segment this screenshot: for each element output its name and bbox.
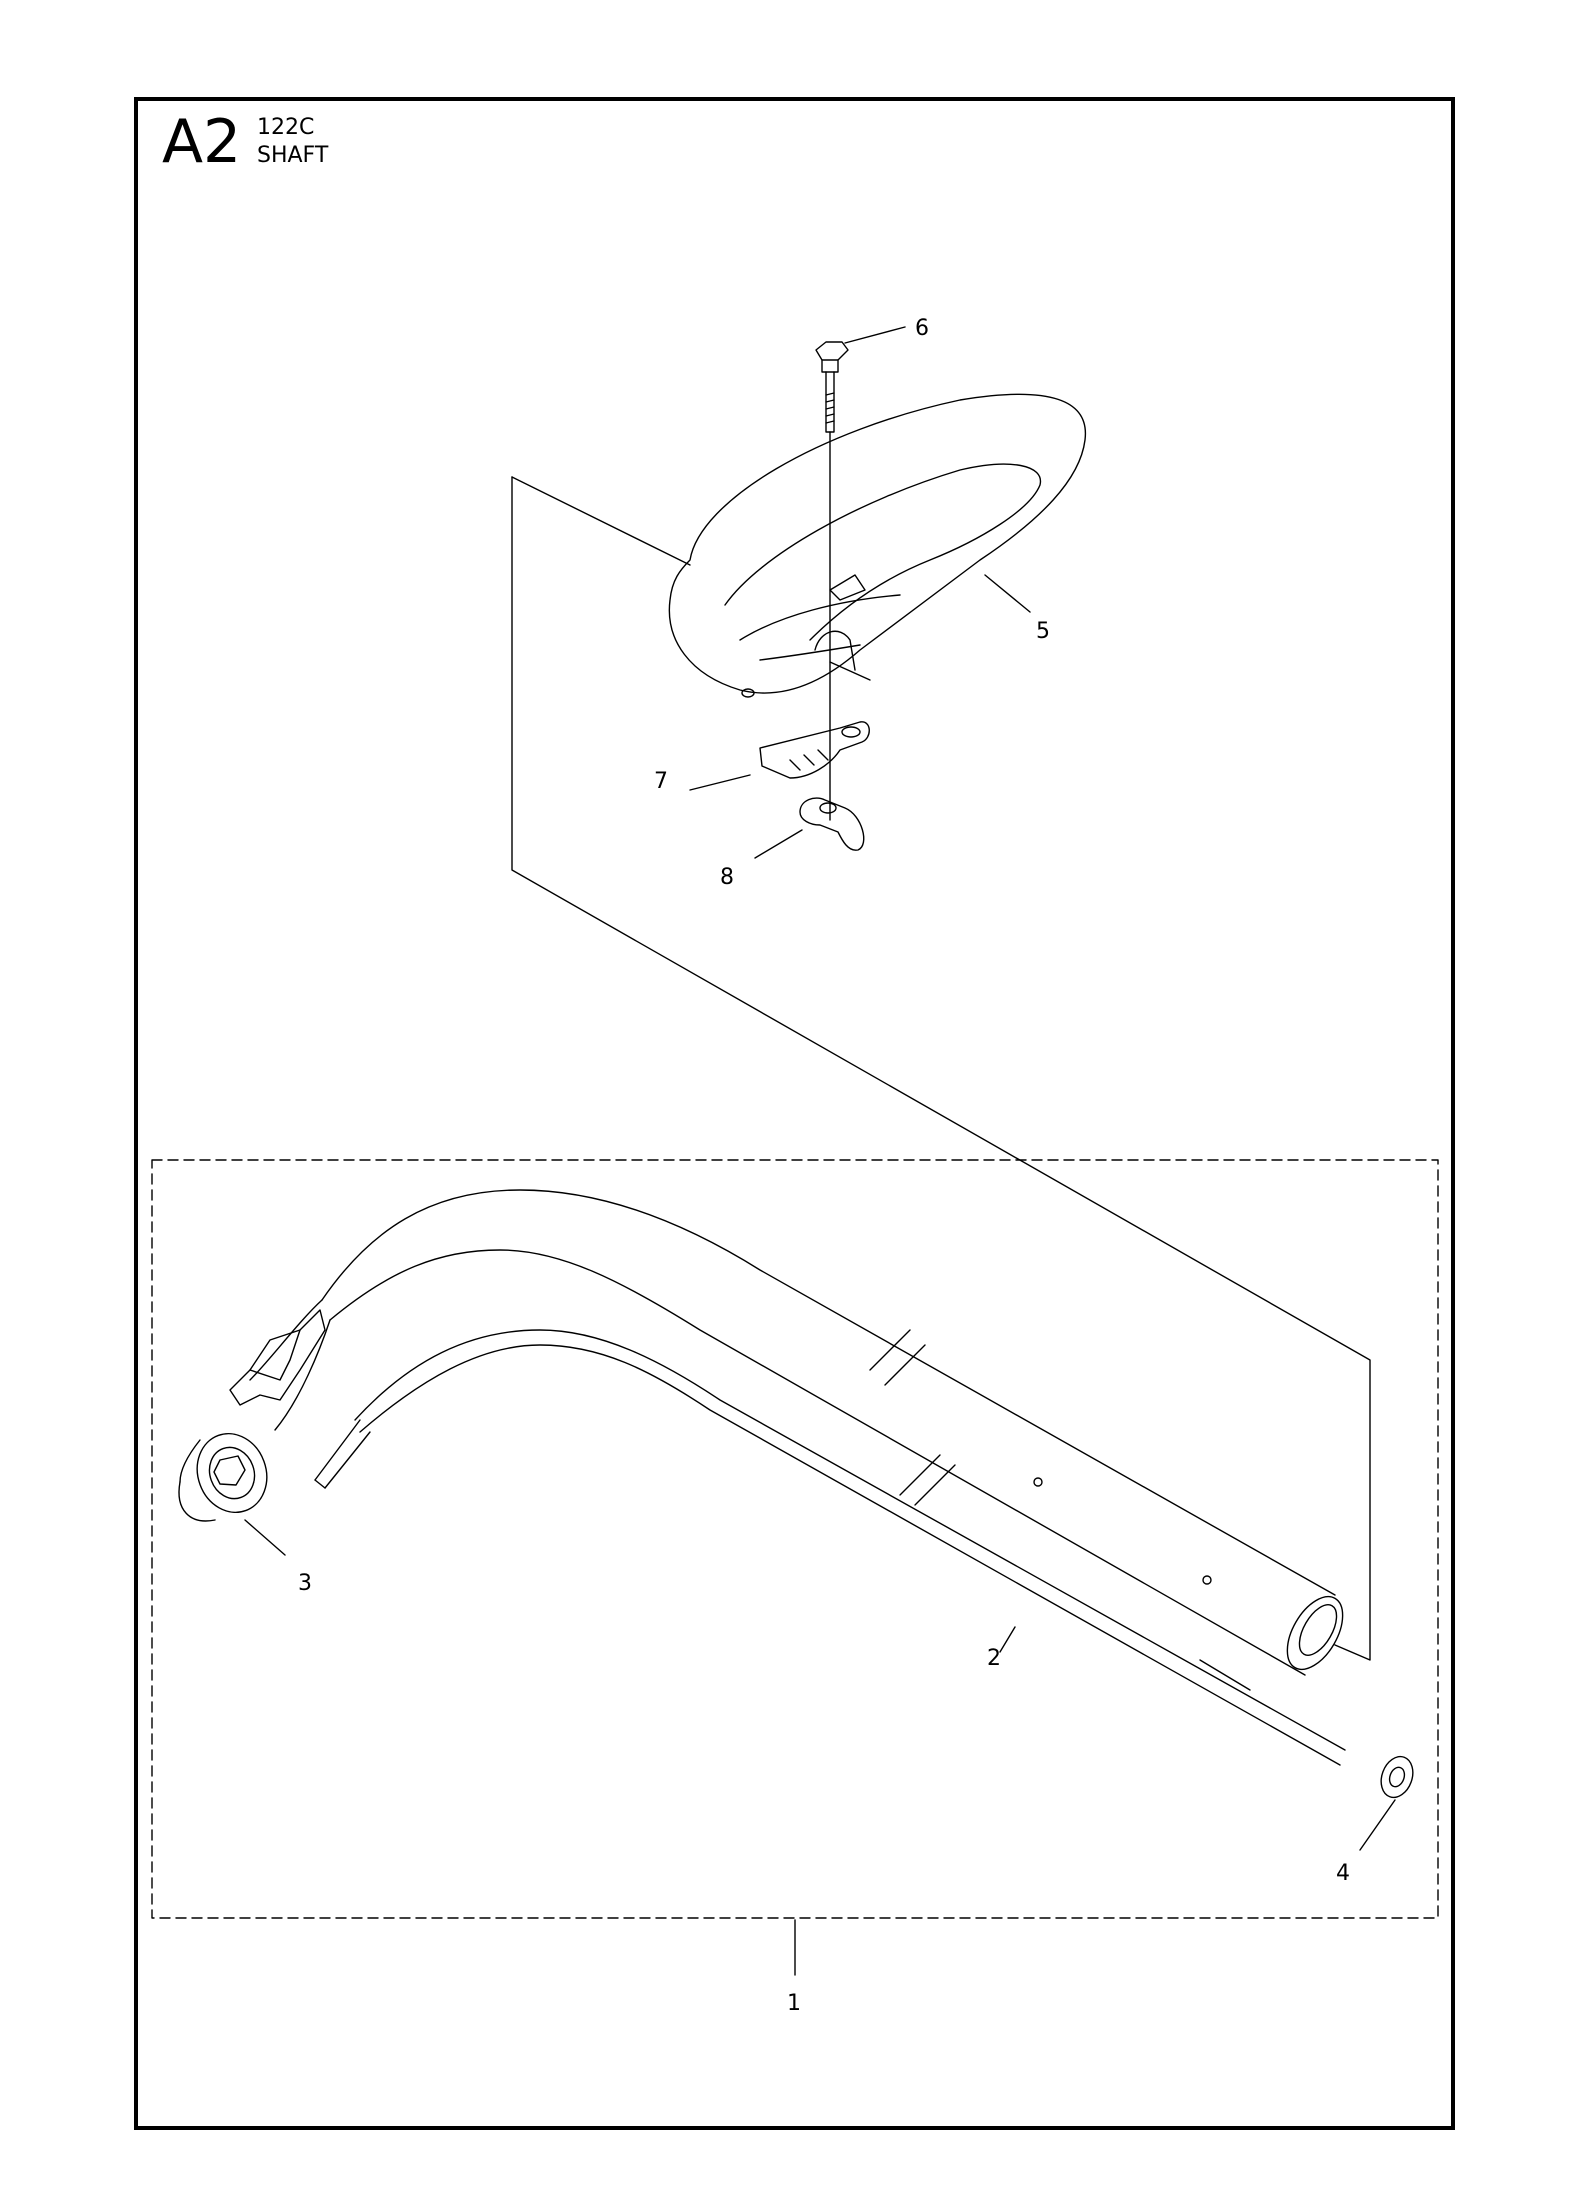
leader-lines [244,326,1396,1976]
callout-1: 1 [787,1991,801,2016]
callout-labels: 6 5 7 8 3 2 4 1 [298,316,1350,2016]
clamp-plate [759,721,870,779]
loop-handle [668,393,1087,698]
shaft-tube [249,1189,1344,1676]
section-code: A2 [162,107,242,177]
callout-4: 4 [1336,1861,1350,1886]
callout-5: 5 [1036,619,1050,644]
callout-2: 2 [987,1646,1001,1671]
callout-3: 3 [298,1571,312,1596]
assembly-plane-lines [511,476,1371,1661]
model-number: 122C [257,115,315,140]
page-frame [134,97,1455,2130]
shaft-assembly-dashed-box [151,1159,1439,1919]
end-washer [1380,1755,1414,1799]
section-title: SHAFT [257,143,329,168]
drive-shaft [314,1329,1346,1766]
wing-nut [799,797,865,851]
coupling-nut [178,1432,268,1522]
callout-8: 8 [720,865,734,890]
shaft-clamp-bracket [229,1309,326,1406]
carriage-bolt [815,341,849,821]
callout-6: 6 [915,316,929,341]
callout-7: 7 [654,769,668,794]
